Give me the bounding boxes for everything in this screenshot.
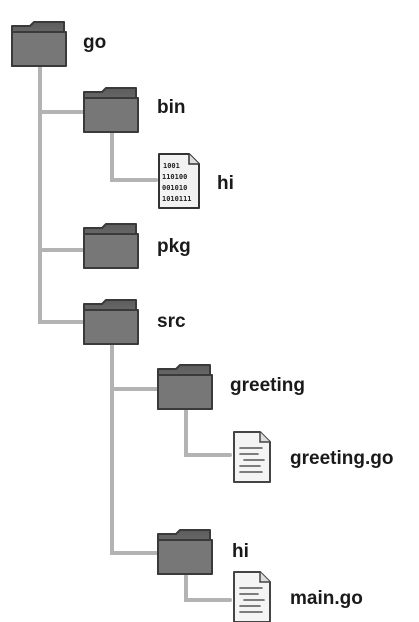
label-hi-binary: hi <box>217 173 234 194</box>
connector-go-pkg <box>38 110 84 252</box>
connector-bin-hi <box>110 131 158 182</box>
source-file-icon <box>233 571 271 622</box>
label-greeting-go: greeting.go <box>290 448 394 469</box>
folder-icon <box>157 529 213 575</box>
folder-icon <box>83 87 139 133</box>
folder-icon <box>157 364 213 410</box>
connector-src-greeting <box>110 344 158 391</box>
tree-connectors <box>38 60 232 602</box>
connector-src-hi <box>110 387 158 555</box>
connector-go-bin <box>38 60 84 114</box>
label-hi: hi <box>232 541 249 562</box>
label-main-go: main.go <box>290 588 363 609</box>
label-pkg: pkg <box>157 236 191 257</box>
folder-icon <box>83 299 139 345</box>
label-go: go <box>83 32 107 53</box>
binary-glyph-line: 1001 <box>163 162 180 170</box>
connector-greeting-file <box>184 409 232 457</box>
source-file-icon <box>233 431 271 483</box>
binary-glyph-line: 001010 <box>162 184 187 192</box>
folder-icon <box>11 21 67 67</box>
label-src: src <box>157 311 186 332</box>
binary-file-icon: 1001 110100 001010 1010111 <box>158 153 200 209</box>
label-greeting: greeting <box>230 375 305 396</box>
connector-go-src <box>38 248 84 324</box>
label-bin: bin <box>157 97 186 118</box>
binary-glyph-line: 1010111 <box>162 195 192 203</box>
binary-glyph-line: 110100 <box>162 173 187 181</box>
folder-icon <box>83 223 139 269</box>
connector-hi-main <box>184 574 232 602</box>
